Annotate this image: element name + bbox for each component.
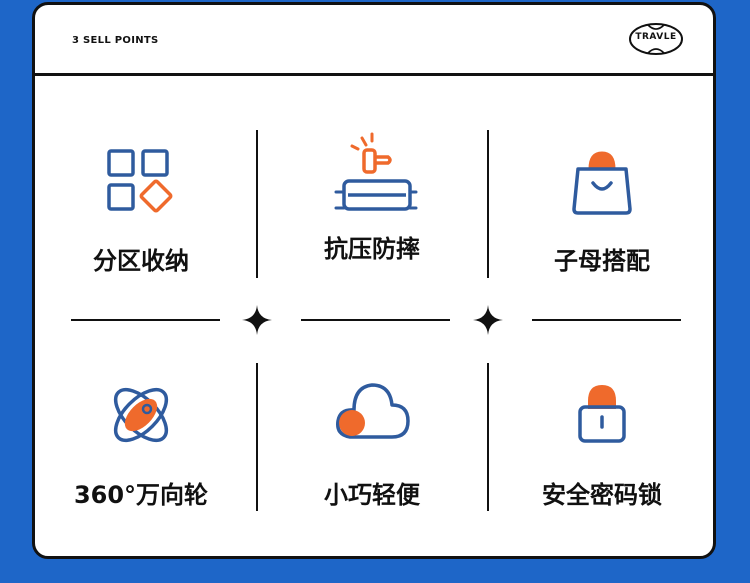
divider-bottom-left xyxy=(256,363,258,511)
divider-top-left xyxy=(256,130,258,278)
feature-partitioned-storage: 分区收纳 xyxy=(35,143,256,276)
feature-lightweight: 小巧轻便 xyxy=(257,377,487,510)
feature-label: 分区收纳 xyxy=(93,247,189,275)
logo-mark-icon xyxy=(629,23,683,55)
sparkle-star-icon xyxy=(242,305,272,335)
divider-top-right xyxy=(487,130,489,278)
feature-card: 3 SELL POINTS TRAVLE 分区收纳 xyxy=(32,2,716,559)
feature-label: 子母搭配 xyxy=(554,247,650,275)
feature-parent-child-set: 子母搭配 xyxy=(487,143,713,276)
header-title: 3 SELL POINTS xyxy=(72,35,159,46)
feature-label: 360°万向轮 xyxy=(73,481,209,509)
feature-label: 小巧轻便 xyxy=(324,481,420,509)
feature-combination-lock: 安全密码锁 xyxy=(487,377,713,510)
sparkle-star-icon xyxy=(473,305,503,335)
shopping-bag-icon xyxy=(572,151,632,215)
feature-360-wheels: 360°万向轮 xyxy=(35,377,256,510)
divider-middle-center xyxy=(301,319,450,321)
divider-middle-left xyxy=(71,319,220,321)
divider-middle-right xyxy=(532,319,681,321)
padlock-icon xyxy=(578,385,626,443)
logo-text: TRAVLE xyxy=(635,32,677,42)
feature-impact-resistant: 抗压防摔 xyxy=(257,130,487,264)
orbit-rocket-icon xyxy=(113,387,169,443)
feature-label: 抗压防摔 xyxy=(324,235,420,263)
card-header: 3 SELL POINTS TRAVLE xyxy=(35,5,713,76)
grid-diamond-icon xyxy=(107,149,173,213)
feature-label: 安全密码锁 xyxy=(542,481,662,509)
travle-logo: TRAVLE xyxy=(626,21,686,57)
hammer-case-icon xyxy=(334,132,418,211)
cloud-icon xyxy=(336,383,410,439)
divider-bottom-right xyxy=(487,363,489,511)
